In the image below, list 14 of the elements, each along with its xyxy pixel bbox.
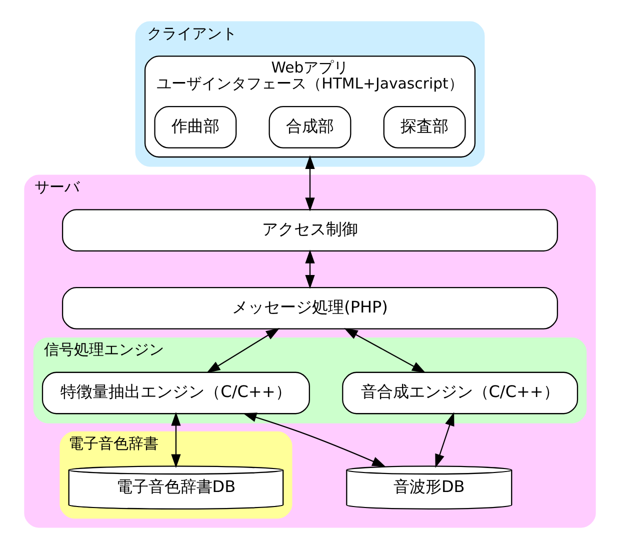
node-box: 探査部 <box>382 106 466 148</box>
node-box: 音合成エンジン（C/C++） <box>342 372 578 414</box>
arrow <box>206 328 280 374</box>
node-box: 特徴量抽出エンジン（C/C++） <box>41 372 310 414</box>
arrow <box>170 412 180 468</box>
arrow <box>242 412 386 467</box>
arrow <box>304 155 314 212</box>
arrow <box>434 412 454 468</box>
node-box: 合成部 <box>268 106 351 148</box>
arrow <box>304 250 314 289</box>
node-box: メッセージ処理(PHP) <box>61 287 558 330</box>
node-box: 作曲部 <box>154 106 236 148</box>
node-box: アクセス制御 <box>61 209 558 252</box>
arrow <box>344 328 426 373</box>
